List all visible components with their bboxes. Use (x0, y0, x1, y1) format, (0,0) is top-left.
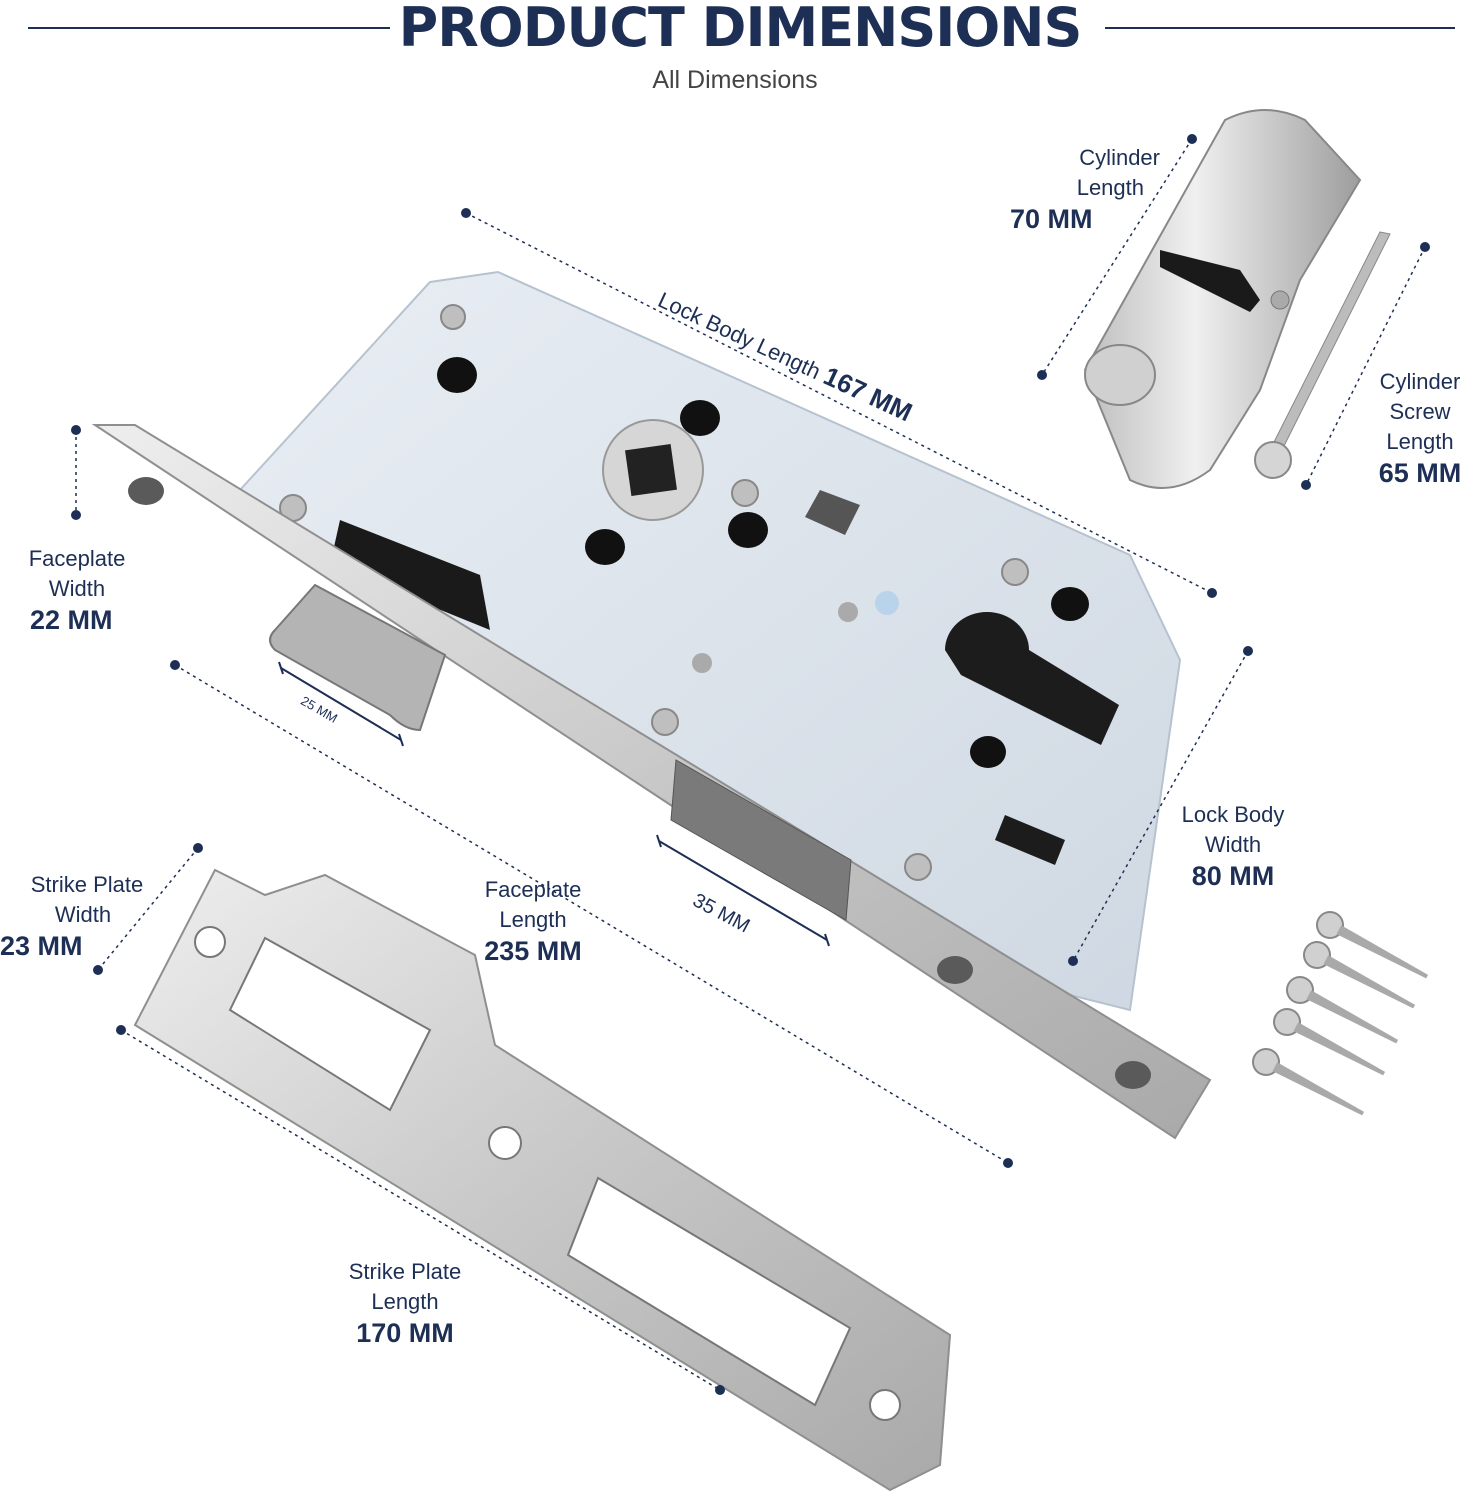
lock-body-screw (731, 479, 759, 507)
dim-dot (1420, 242, 1430, 252)
lock-body-screw (904, 853, 932, 881)
cylinder-screw-length-value: 65 MM (1378, 458, 1462, 488)
strike-plate-width-label: Strike Plate Width 23 MM (0, 870, 166, 962)
dim-dot (116, 1025, 126, 1035)
dim-dot (71, 425, 81, 435)
cylinder (1083, 109, 1362, 489)
cylinder-cutout (945, 612, 1119, 745)
lock-body-width-value: 80 MM (1191, 861, 1275, 891)
dim-dot (71, 510, 81, 520)
dim-dot (1068, 956, 1078, 966)
dim-dot (1037, 370, 1047, 380)
dim-dot (1207, 588, 1217, 598)
strike-plate-length-value: 170 MM (356, 1318, 454, 1348)
lock-body-width-label: Lock Body Width 80 MM (1168, 800, 1298, 892)
dim-line-faceplate-length (174, 664, 1009, 1164)
page-title: PRODUCT DIMENSIONS (398, 0, 1083, 59)
faceplate-length-value: 235 MM (484, 936, 582, 966)
lock-body (238, 270, 1182, 1012)
dim-dot (1187, 134, 1197, 144)
strike-plate-length-label: Strike Plate Length 170 MM (330, 1257, 480, 1349)
faceplate-width-label: Faceplate Width 22 MM (14, 544, 140, 636)
latch-bolt (269, 583, 447, 732)
cylinder-screw-length-label: Cylinder Screw Length 65 MM (1360, 367, 1480, 489)
dim-line-cylinder-length (1041, 138, 1193, 376)
page-subtitle: All Dimensions (652, 66, 818, 94)
lock-body-screw (440, 304, 466, 330)
dim-line-latch (280, 667, 402, 741)
dim-dot (193, 843, 203, 853)
dimension-lines (71, 134, 1430, 1395)
dim-line-strike-length (120, 1029, 721, 1391)
faceplate (91, 424, 1212, 1140)
cylinder-length-value: 70 MM (1010, 204, 1093, 234)
dim-dot (1301, 480, 1311, 490)
dim-line-lock-body-width (1072, 650, 1249, 962)
cylinder-length-label: Cylinder Length 70 MM (1010, 145, 1160, 234)
header-rule-right (1105, 27, 1455, 29)
lock-body-screw (1001, 558, 1029, 586)
deadbolt-slot (670, 759, 852, 921)
faceplate-width-value: 22 MM (30, 605, 113, 635)
dim-dot (170, 660, 180, 670)
dim-line-cylinder-screw (1305, 246, 1426, 486)
dim-dot (1243, 646, 1253, 656)
header-rule-left (28, 27, 390, 29)
lock-body-screw (651, 708, 679, 736)
wood-screws (1252, 911, 1429, 1116)
dim-dot (715, 1385, 725, 1395)
dim-dot (461, 208, 471, 218)
cylinder-screw (1254, 231, 1391, 479)
faceplate-length-label: Faceplate Length 235 MM (468, 875, 598, 967)
strike-plate (133, 868, 952, 1492)
dim-line-deadbolt (658, 840, 828, 941)
dim-dot (1003, 1158, 1013, 1168)
dim-line-strike-width (97, 847, 199, 971)
dim-dot (93, 965, 103, 975)
strike-plate-width-value: 23 MM (0, 931, 83, 961)
